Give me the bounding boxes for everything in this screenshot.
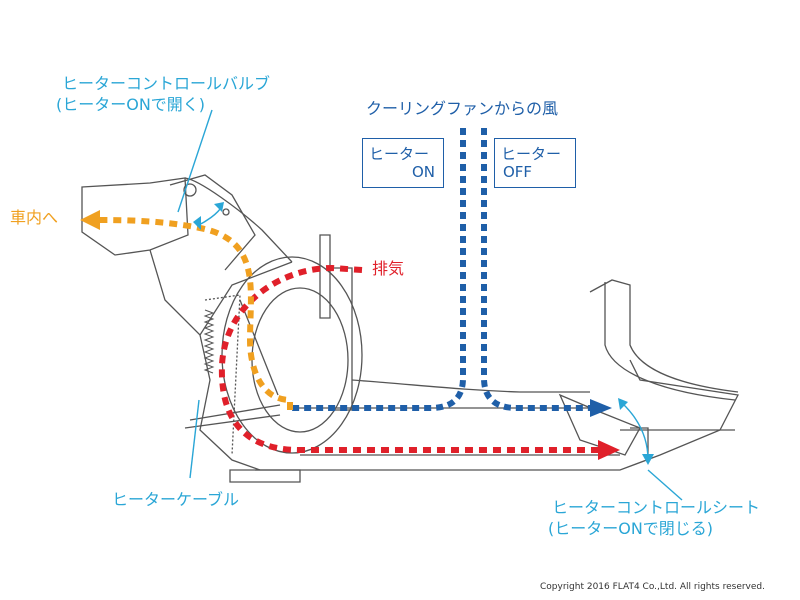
- blue-arrow-head: [590, 399, 612, 417]
- heater-box-drawing: [81, 174, 739, 483]
- spring-drawing: [203, 309, 215, 374]
- copyright-text: Copyright 2016 FLAT4 Co.,Ltd. All rights…: [540, 582, 765, 592]
- valve-label-line2: (ヒーターONで開く): [56, 95, 206, 114]
- heater-off-box: ヒーター OFF: [494, 138, 576, 188]
- heater-on-line2: ON: [411, 163, 435, 181]
- leader-arrow-heads: [193, 202, 654, 465]
- orange-arrow-head: [80, 210, 100, 230]
- heater-on-box: ヒーター ON: [362, 138, 444, 188]
- exhaust-label: 排気: [372, 259, 405, 278]
- red-exhaust-flow: [218, 264, 600, 453]
- red-arrow-head: [598, 440, 620, 460]
- heater-off-line1: ヒーター: [501, 145, 562, 163]
- valve-label-line1: ヒーターコントロールバルブ: [62, 74, 271, 93]
- heater-off-line2: OFF: [503, 163, 533, 181]
- orange-cabin-flow: [97, 217, 293, 410]
- blue-airflow: [290, 128, 590, 411]
- sheet-label-line2: (ヒーターONで閉じる): [548, 519, 714, 538]
- sheet-label-line1: ヒーターコントロールシート: [552, 498, 761, 517]
- cable-label: ヒーターケーブル: [112, 490, 240, 509]
- to-cabin-label: 車内へ: [10, 208, 59, 227]
- heater-on-line1: ヒーター: [369, 145, 430, 163]
- fan-air-label: クーリングファンからの風: [366, 99, 559, 118]
